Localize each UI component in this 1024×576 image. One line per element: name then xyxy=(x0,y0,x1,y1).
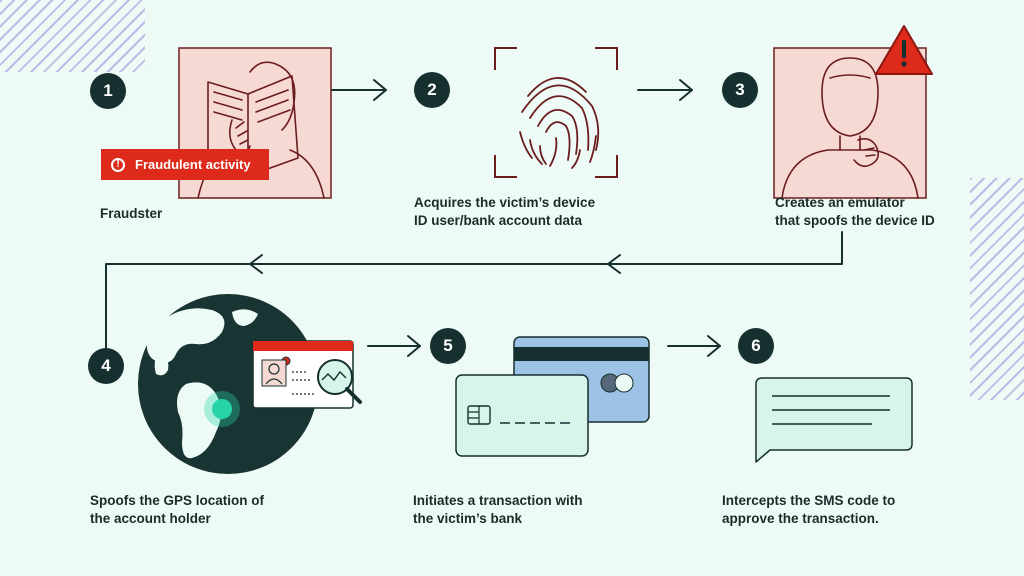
step-6-badge: 6 xyxy=(738,328,774,364)
sms-bubble-icon xyxy=(755,377,913,463)
step-3-label-line-1: Creates an emulator xyxy=(775,195,905,210)
fraudulent-activity-pill: ! Fraudulent activity xyxy=(101,149,269,180)
step-1-badge: 1 xyxy=(90,73,126,109)
step-4-label: Spoofs the GPS location of the account h… xyxy=(90,492,264,528)
step-2-label: Acquires the victim’s device ID user/ban… xyxy=(414,194,595,230)
stripe-pattern-right xyxy=(970,178,1024,400)
location-ping-icon xyxy=(204,391,240,427)
magnifier-icon xyxy=(317,359,362,404)
warning-triangle-icon xyxy=(875,25,933,75)
fraudulent-activity-label: Fraudulent activity xyxy=(135,157,251,172)
stripe-pattern-top-left xyxy=(0,0,145,72)
step-5-label-line-1: Initiates a transaction with xyxy=(413,493,583,508)
step-1-label-line: Fraudster xyxy=(100,206,163,221)
step-3-label: Creates an emulator that spoofs the devi… xyxy=(775,194,935,230)
step-6-label: Intercepts the SMS code to approve the t… xyxy=(722,492,895,528)
globe-icon xyxy=(138,294,318,474)
fingerprint-icon xyxy=(494,47,618,178)
credit-card-icon xyxy=(455,336,650,457)
step-2-label-line-1: Acquires the victim’s device xyxy=(414,195,596,210)
connector-arrows xyxy=(105,79,843,357)
step-3-badge: 3 xyxy=(722,72,758,108)
step-2-badge: 2 xyxy=(414,72,450,108)
step-4-label-line-2: the account holder xyxy=(90,511,211,526)
exclamation-circle-icon: ! xyxy=(111,157,125,172)
step-5-label: Initiates a transaction with the victim’… xyxy=(413,492,583,528)
step-1-label: Fraudster xyxy=(100,205,162,223)
step-2-label-line-2: ID user/bank account data xyxy=(414,213,583,228)
step-3-label-line-2: that spoofs the device ID xyxy=(775,213,935,228)
step-4-badge: 4 xyxy=(88,348,124,384)
step-6-label-line-1: Intercepts the SMS code to xyxy=(722,493,896,508)
step-5-label-line-2: the victim’s bank xyxy=(413,511,523,526)
step-6-label-line-2: approve the transaction. xyxy=(722,511,879,526)
step-5-badge: 5 xyxy=(430,328,466,364)
step-4-label-line-1: Spoofs the GPS location of xyxy=(90,493,265,508)
